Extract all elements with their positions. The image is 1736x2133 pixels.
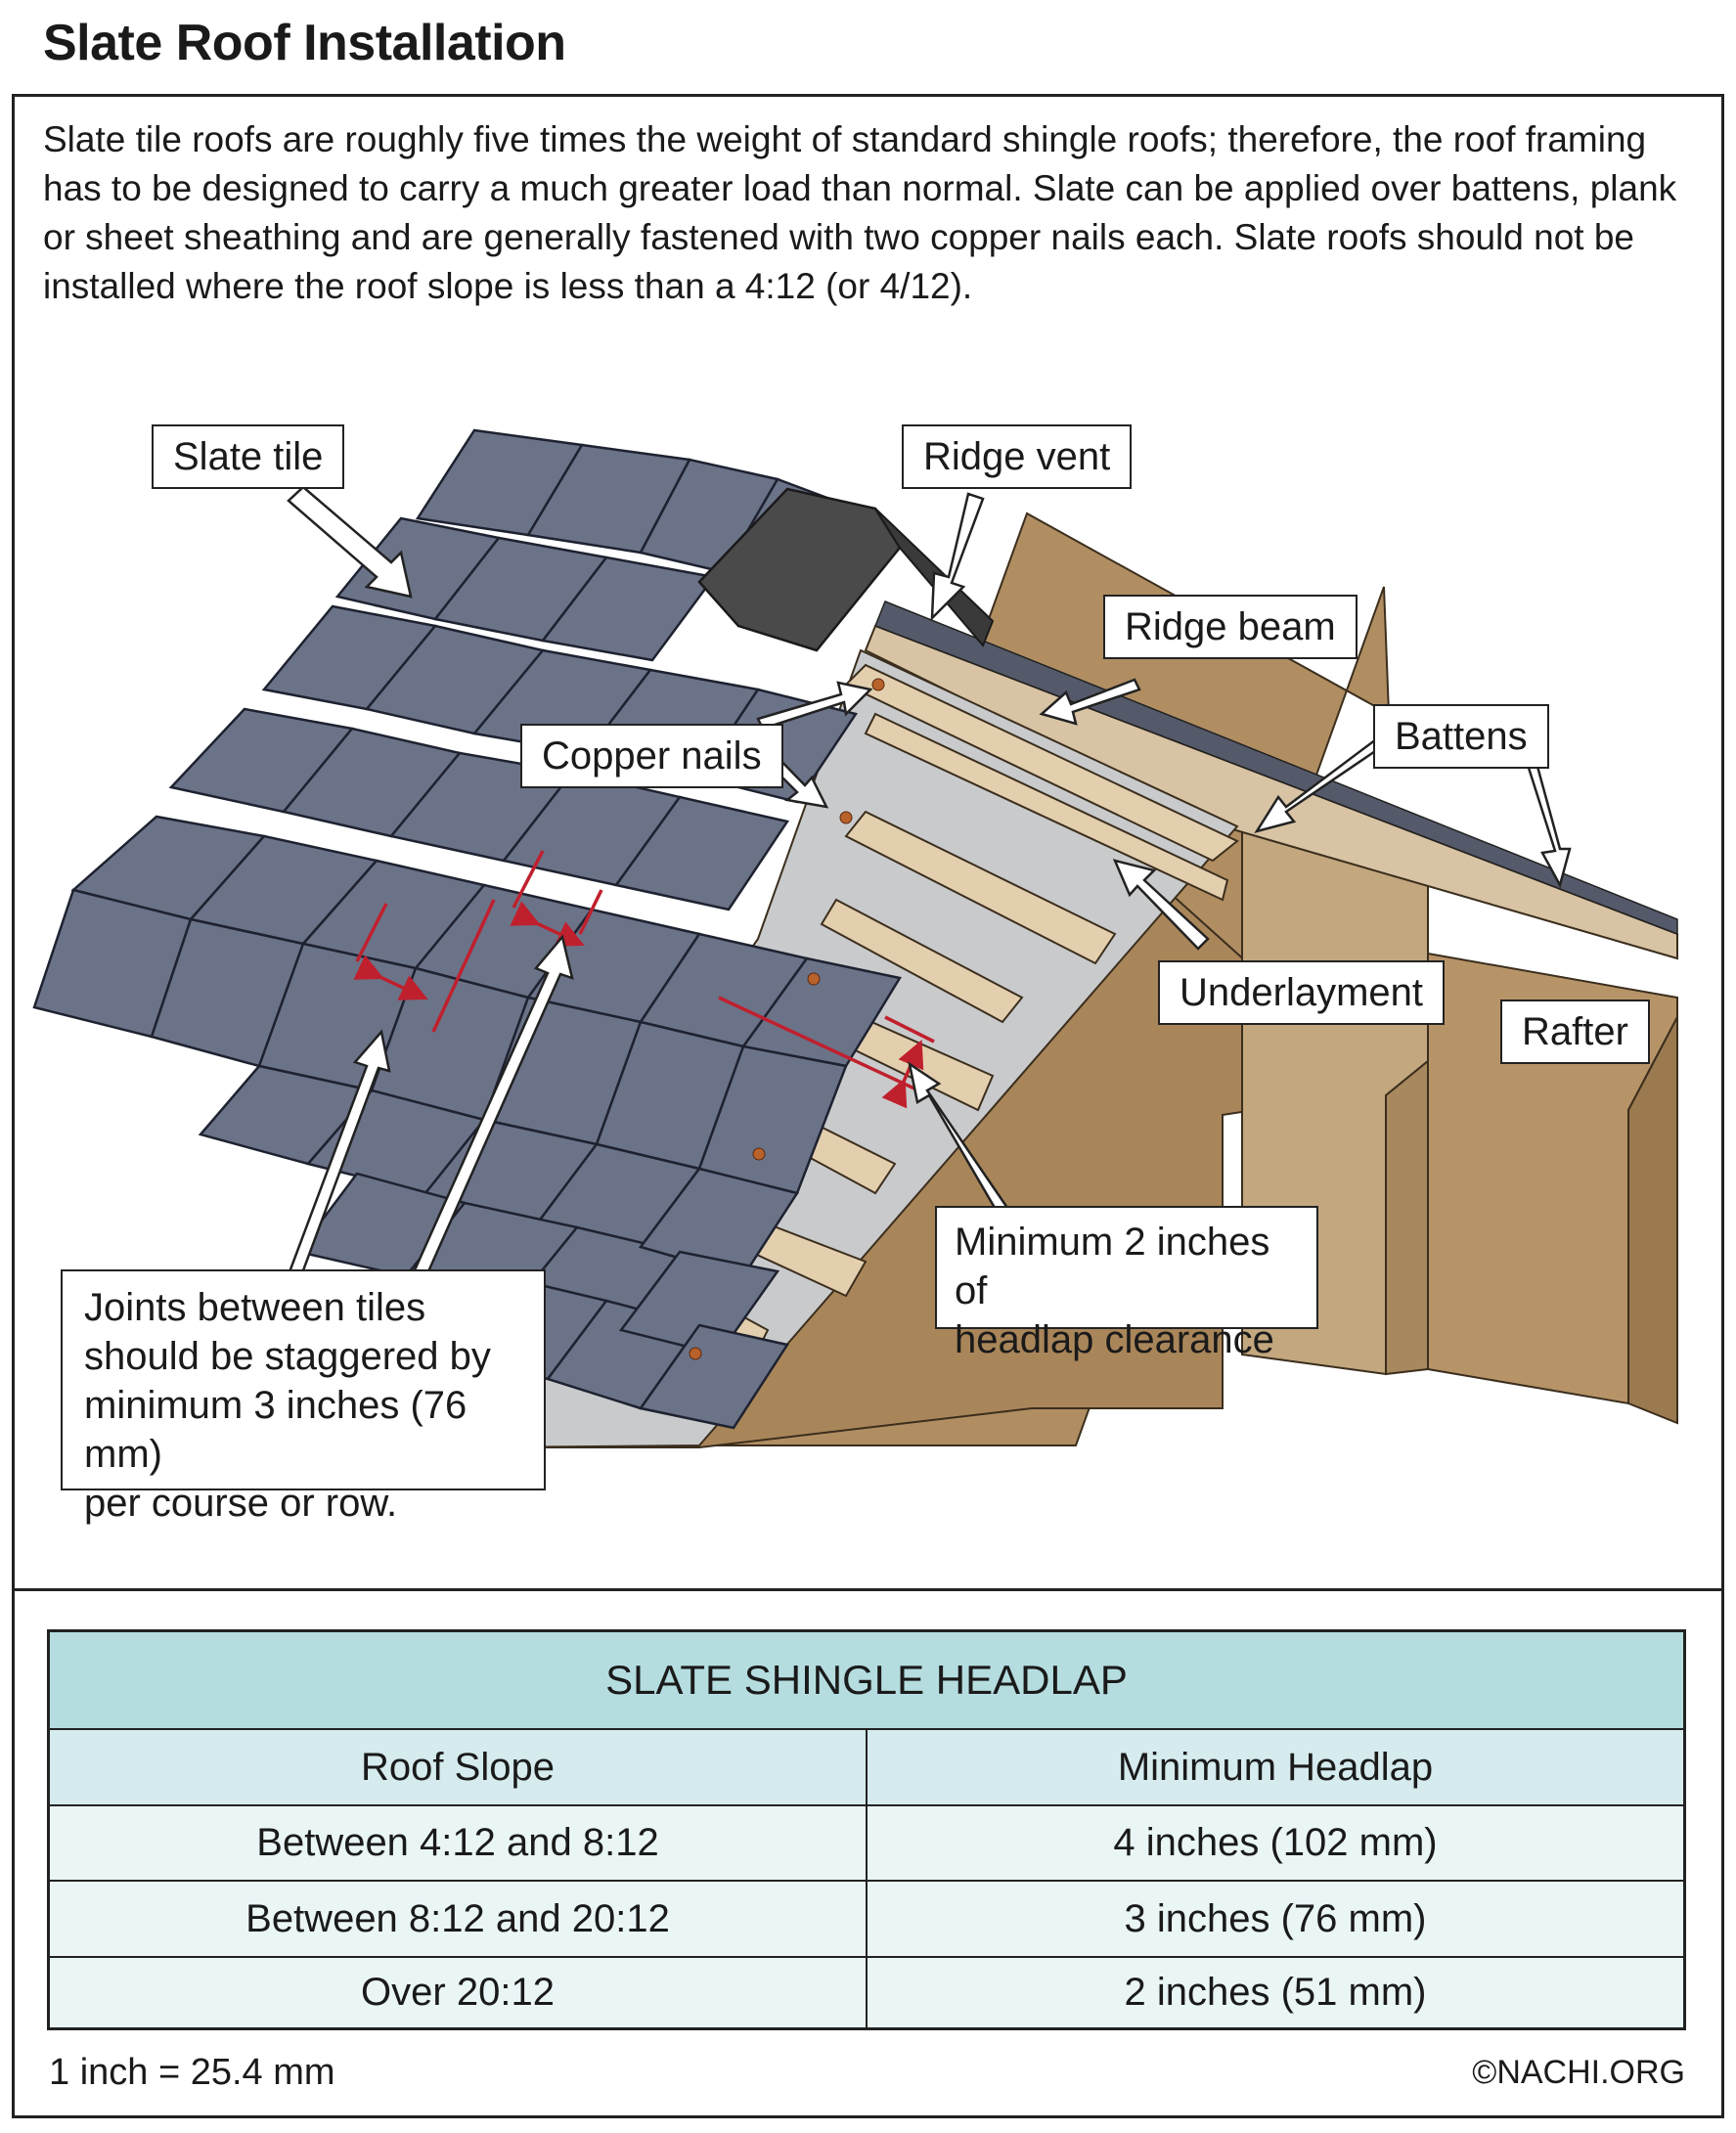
label-headlap-clearance: Minimum 2 inches of headlap clearance [935,1206,1318,1361]
table-row: Over 20:12 2 inches (51 mm) [50,1958,1683,2027]
copper-nails [689,678,885,1360]
credit-text: ©NACHI.ORG [1472,2054,1685,2091]
cell-slope: Between 4:12 and 8:12 [256,1821,659,1864]
label-ridge-beam: Ridge beam [1103,595,1358,659]
cell-headlap: 4 inches (102 mm) [866,1806,1683,1880]
label-joints-staggered: Joints between tiles should be staggered… [61,1269,546,1525]
label-ridge-vent: Ridge vent [902,424,1133,489]
label-copper-nails: Copper nails [520,724,783,788]
joints-line-1: Joints between tiles [84,1286,426,1329]
table-row: Between 8:12 and 20:12 3 inches (76 mm) [50,1882,1683,1958]
joints-line-3: minimum 3 inches (76 mm) [84,1384,467,1476]
cell-headlap: 2 inches (51 mm) [866,1958,1683,2027]
pointer-arrows [277,485,1572,1307]
cell-slope: Between 8:12 and 20:12 [245,1896,670,1940]
table-header-row: Roof Slope Minimum Headlap [50,1730,1683,1806]
headlap-dimension [718,996,935,1109]
cell-slope: Over 20:12 [361,1971,555,2014]
rafter-block-2-side [1627,1016,1678,1425]
intro-paragraph: Slate tile roofs are roughly five times … [43,119,1677,306]
stagger-dimension [353,850,603,1033]
table-title: SLATE SHINGLE HEADLAP [50,1632,1683,1730]
rafter-block-1-side [1385,1058,1429,1376]
cell-headlap: 3 inches (76 mm) [866,1882,1683,1956]
label-slate-tile: Slate tile [152,424,345,489]
frame-divider [12,1588,1724,1591]
headlap-line-1: Minimum 2 inches of [955,1221,1270,1312]
header-roof-slope: Roof Slope [361,1745,555,1789]
content-frame [12,94,1724,2118]
headlap-table: SLATE SHINGLE HEADLAP Roof Slope Minimum… [47,1629,1686,2030]
label-rafter: Rafter [1500,1000,1650,1064]
header-minimum-headlap: Minimum Headlap [866,1730,1683,1804]
label-battens: Battens [1373,704,1549,769]
page-title: Slate Roof Installation [43,15,566,71]
joints-line-2: should be staggered by [84,1335,491,1378]
table-row: Between 4:12 and 8:12 4 inches (102 mm) [50,1806,1683,1882]
joints-line-4: per course or row. [84,1482,398,1525]
unit-footnote: 1 inch = 25.4 mm [49,2052,335,2093]
headlap-line-2: headlap clearance [955,1318,1274,1361]
ridge-edge-dark [874,600,1678,936]
label-underlayment: Underlayment [1158,960,1446,1025]
